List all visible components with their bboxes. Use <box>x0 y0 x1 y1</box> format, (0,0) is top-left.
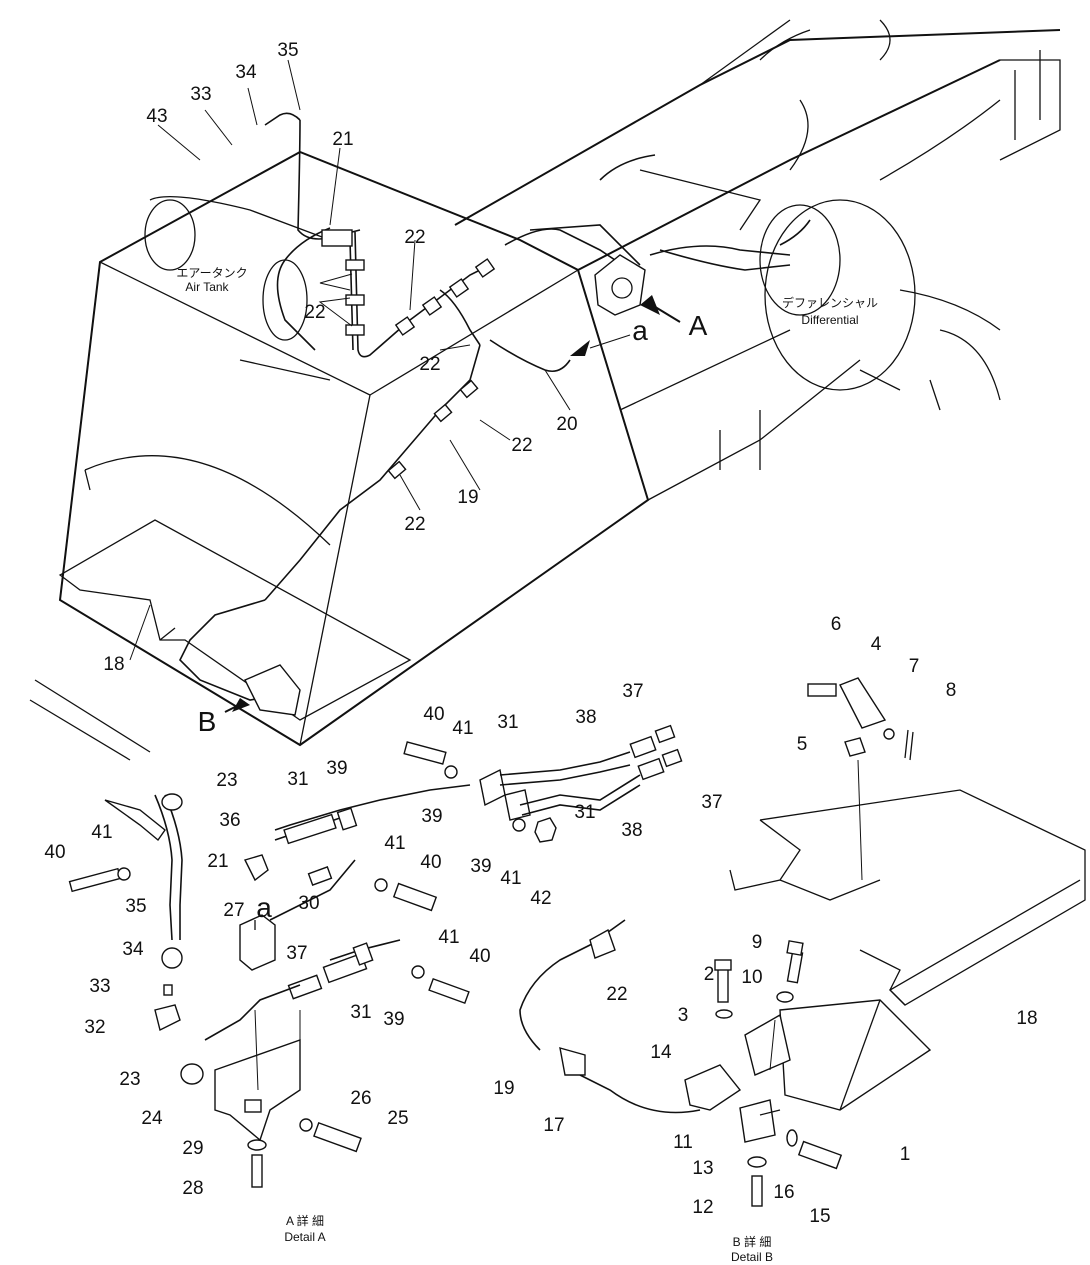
callout-23-b: 23 <box>119 1069 140 1090</box>
callout-38-b: 38 <box>621 820 642 841</box>
callout-18-b: 18 <box>1016 1008 1037 1029</box>
callout-1: 1 <box>900 1144 911 1165</box>
view-b-label: B <box>198 706 217 737</box>
callout-34: 34 <box>235 62 257 83</box>
callout-36: 36 <box>219 810 240 831</box>
callout-17: 17 <box>543 1115 564 1136</box>
callout-30: 30 <box>298 893 319 914</box>
callout-11: 11 <box>673 1132 693 1153</box>
callout-7: 7 <box>909 656 920 677</box>
callout-15: 15 <box>809 1206 830 1227</box>
callout-9: 9 <box>752 932 763 953</box>
callout-26: 26 <box>350 1088 371 1109</box>
callout-5: 5 <box>797 734 808 755</box>
callout-8: 8 <box>946 680 957 701</box>
callout-21: 21 <box>332 129 353 150</box>
callout-22-c: 22 <box>419 354 440 375</box>
callout-39-d: 39 <box>383 1009 404 1030</box>
view-arrows <box>224 295 681 713</box>
callout-34-b: 34 <box>122 939 144 960</box>
callout-22-f: 22 <box>606 984 627 1005</box>
callout-39-a: 39 <box>421 806 442 827</box>
callout-37-a: 37 <box>622 681 643 702</box>
callout-39-c: 39 <box>470 856 491 877</box>
detail-a-jp-label: A 詳 細 <box>286 1213 324 1228</box>
callout-40-d: 40 <box>44 842 65 863</box>
callout-42: 42 <box>530 888 551 909</box>
callout-33: 33 <box>190 84 211 105</box>
callout-31-c: 31 <box>287 769 308 790</box>
callout-24: 24 <box>141 1108 163 1129</box>
callout-20: 20 <box>556 414 577 435</box>
callout-16: 16 <box>773 1182 794 1203</box>
callout-35: 35 <box>277 40 298 61</box>
callout-14: 14 <box>650 1042 672 1063</box>
callout-40-a: 40 <box>423 704 444 725</box>
detail-b-jp-label: B 詳 細 <box>733 1234 772 1249</box>
air-tank-jp-label: エアータンク <box>176 266 247 280</box>
part-callouts: 35 34 33 43 21 22 22 22 22 22 20 19 18 4… <box>44 40 1037 1227</box>
callout-18: 18 <box>103 654 124 675</box>
callout-33-b: 33 <box>89 976 110 997</box>
differential-en-label: Differential <box>801 313 858 327</box>
air-tank-en-label: Air Tank <box>185 280 229 294</box>
detail-b-assembly <box>519 677 1086 1207</box>
callout-2: 2 <box>704 964 715 985</box>
text-labels: エアータンク Air Tank デファレンシャル Differential A … <box>176 266 878 1264</box>
callout-22-d: 22 <box>511 435 532 456</box>
callout-38-a: 38 <box>575 707 596 728</box>
callout-27: 27 <box>223 900 244 921</box>
callout-21-b: 21 <box>207 851 228 872</box>
connection-a-detail-label: a <box>256 892 272 923</box>
callout-41-e: 41 <box>91 822 112 843</box>
callout-31-b: 31 <box>574 802 595 823</box>
callout-41-c: 41 <box>384 833 405 854</box>
callout-6: 6 <box>831 614 842 635</box>
callout-25: 25 <box>387 1108 408 1129</box>
machine-frame-outline <box>29 19 1061 761</box>
detail-b-en-label: Detail B <box>731 1250 773 1264</box>
callout-43: 43 <box>146 106 167 127</box>
callout-22-a: 22 <box>404 227 425 248</box>
callout-39-b: 39 <box>326 758 347 779</box>
callout-10: 10 <box>741 967 762 988</box>
callout-22-b: 22 <box>304 302 325 323</box>
detail-a-en-label: Detail A <box>284 1230 325 1244</box>
callout-40-b: 40 <box>420 852 441 873</box>
callout-4: 4 <box>871 634 882 655</box>
callout-31-a: 31 <box>497 712 518 733</box>
air-brake-piping <box>179 112 811 716</box>
callout-3: 3 <box>678 1005 689 1026</box>
callout-29: 29 <box>182 1138 203 1159</box>
differential-jp-label: デファレンシャル <box>782 295 878 310</box>
callout-19: 19 <box>457 487 478 508</box>
callout-41-a: 41 <box>452 718 473 739</box>
callout-37-b: 37 <box>701 792 722 813</box>
callout-35-b: 35 <box>125 896 146 917</box>
view-a-label: A <box>689 310 708 341</box>
callout-28: 28 <box>182 1178 203 1199</box>
callout-32: 32 <box>84 1017 105 1038</box>
detail-a-assembly <box>68 724 683 1188</box>
callout-22-e: 22 <box>404 514 425 535</box>
callout-12: 12 <box>692 1197 713 1218</box>
callout-31-d: 31 <box>350 1002 371 1023</box>
leader-lines <box>129 59 571 661</box>
callout-41-b: 41 <box>500 868 521 889</box>
callout-41-d: 41 <box>438 927 459 948</box>
callout-19-b: 19 <box>493 1078 514 1099</box>
callout-37-c: 37 <box>286 943 307 964</box>
callout-40-c: 40 <box>469 946 490 967</box>
callout-13: 13 <box>692 1158 713 1179</box>
connection-a-label: a <box>632 315 648 346</box>
callout-23-a: 23 <box>216 770 237 791</box>
